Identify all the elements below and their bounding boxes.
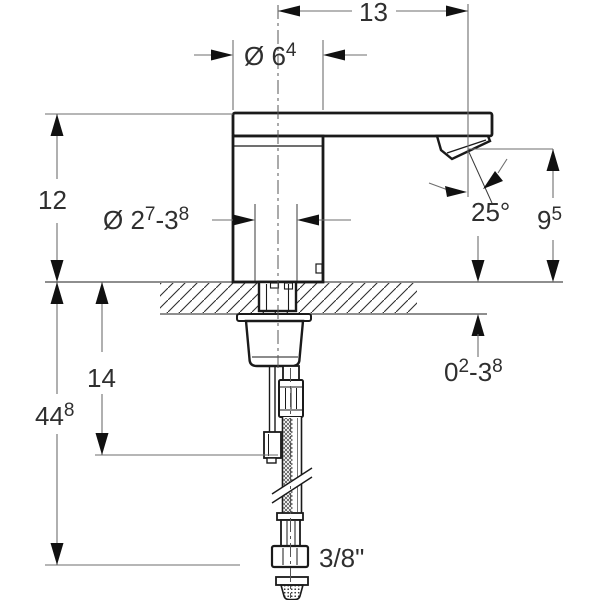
dim-arrow — [50, 114, 64, 136]
dimension-hole-diameter: Ø 27-38 — [103, 204, 351, 281]
dim-arrow — [95, 433, 109, 455]
strainer-plug — [275, 576, 309, 600]
dimension-outlet-height: 95 — [468, 148, 562, 282]
dim-arrow — [446, 5, 468, 17]
strainer-cap — [275, 576, 309, 586]
dim-arrow — [50, 282, 64, 304]
dim-arrow — [546, 260, 560, 282]
aerator-face-line — [446, 139, 487, 154]
spout-diameter-label: Ø 64 — [244, 40, 297, 71]
sensor-window — [315, 263, 323, 274]
faucet-spout — [231, 111, 494, 138]
hose-braid-texture — [283, 418, 293, 512]
dim-arrow — [233, 214, 255, 226]
deck-thickness-label: 02-38 — [444, 356, 503, 387]
dimension-body-height: 12 — [38, 113, 233, 282]
supply-hose — [271, 417, 313, 513]
dimension-deck-thickness: 02-38 — [444, 236, 503, 387]
dimension-spout-angle: 25° — [428, 149, 510, 227]
sensor-cable — [263, 366, 282, 464]
faucet — [231, 111, 494, 284]
body-height-label: 12 — [38, 185, 67, 215]
outlet-height-label: 95 — [537, 204, 562, 235]
dim-arrow — [95, 282, 109, 304]
strainer-body — [279, 584, 305, 600]
dimension-clearance: 14 — [87, 282, 278, 456]
cable-box-foot — [266, 457, 277, 464]
dim-arrow — [50, 260, 64, 282]
clearance-label: 14 — [87, 363, 116, 393]
aerator-outlet — [435, 134, 492, 161]
shank-tab-right — [283, 282, 294, 290]
countertop — [45, 281, 563, 315]
total-height-label: 448 — [35, 400, 75, 431]
spout-angle-label: 25° — [471, 197, 510, 227]
dim-arrow — [471, 314, 485, 336]
hole-diameter-label: Ø 27-38 — [103, 204, 189, 235]
dim-arrow — [211, 49, 233, 61]
dim-arrow — [445, 186, 467, 197]
dimension-top-width: 13 — [278, 0, 469, 150]
thread-size-label: 3/8" — [319, 543, 364, 573]
dim-arrow — [278, 5, 300, 17]
cable-box — [263, 431, 282, 459]
dim-arrow — [323, 49, 345, 61]
dim-arrow — [297, 214, 319, 226]
dimension-spout-diameter: Ø 64 — [194, 40, 367, 110]
dim-arrow — [483, 171, 503, 189]
dimension-total-height: 448 — [35, 282, 240, 566]
dim-arrow — [50, 543, 64, 565]
top-width-label: 13 — [359, 0, 388, 27]
hose-break-symbol — [271, 467, 313, 504]
dim-arrow — [546, 149, 560, 171]
mounting-cone — [244, 319, 305, 368]
angle-line — [467, 149, 493, 204]
dim-arrow — [471, 260, 485, 282]
